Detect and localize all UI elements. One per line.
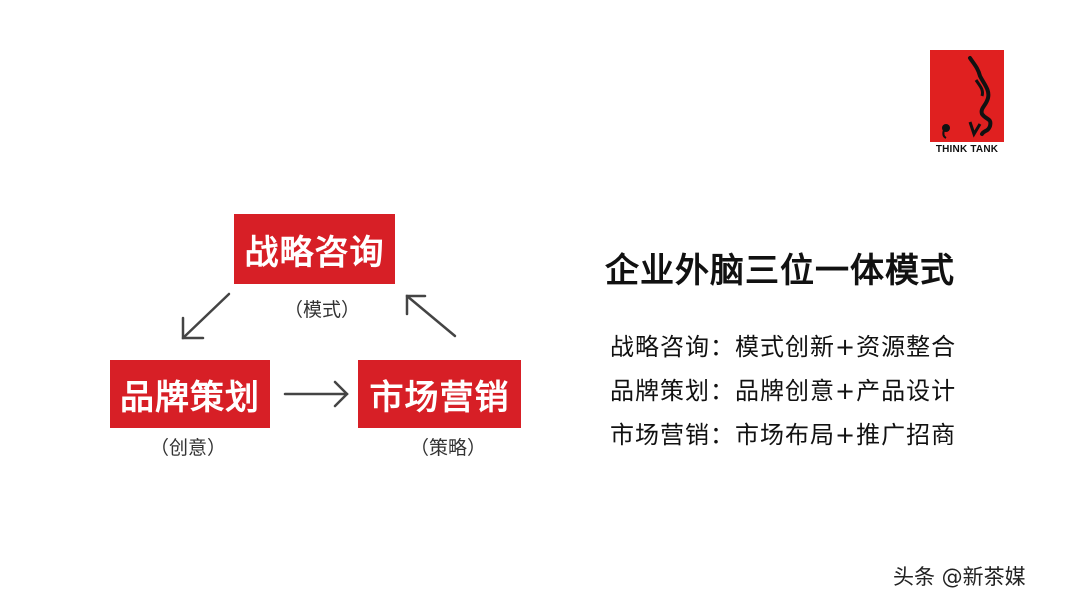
panel-line-brand: 品牌策划：品牌创意+产品设计: [610, 377, 957, 405]
panel-line-marketing: 市场营销：市场布局+推广招商: [610, 421, 957, 449]
think-tank-figure-icon: [942, 56, 993, 139]
node-marketing: 市场营销: [358, 360, 521, 428]
panel-title: 企业外脑三位一体模式: [605, 251, 955, 291]
arrow-right-icon: [283, 380, 349, 408]
arrow-up-left-icon: [405, 294, 457, 338]
logo-text: THINK TANK: [935, 144, 999, 155]
node-strategy-consulting-sub: （模式）: [284, 299, 361, 321]
think-tank-logo: THINK TANK: [930, 50, 1004, 160]
node-brand-planning: 品牌策划: [110, 360, 270, 428]
logo-red-panel: [930, 50, 1004, 142]
watermark: 头条 @新茶媒: [893, 565, 1026, 589]
node-marketing-sub: （策略）: [410, 437, 487, 459]
node-strategy-consulting: 战略咨询: [234, 214, 395, 284]
arrow-down-left-icon: [181, 292, 231, 340]
node-brand-planning-sub: （创意）: [150, 437, 227, 459]
panel-line-strategy: 战略咨询：模式创新+资源整合: [610, 333, 957, 361]
panel-description-list: 战略咨询：模式创新+资源整合 品牌策划：品牌创意+产品设计 市场营销：市场布局+…: [610, 327, 956, 459]
